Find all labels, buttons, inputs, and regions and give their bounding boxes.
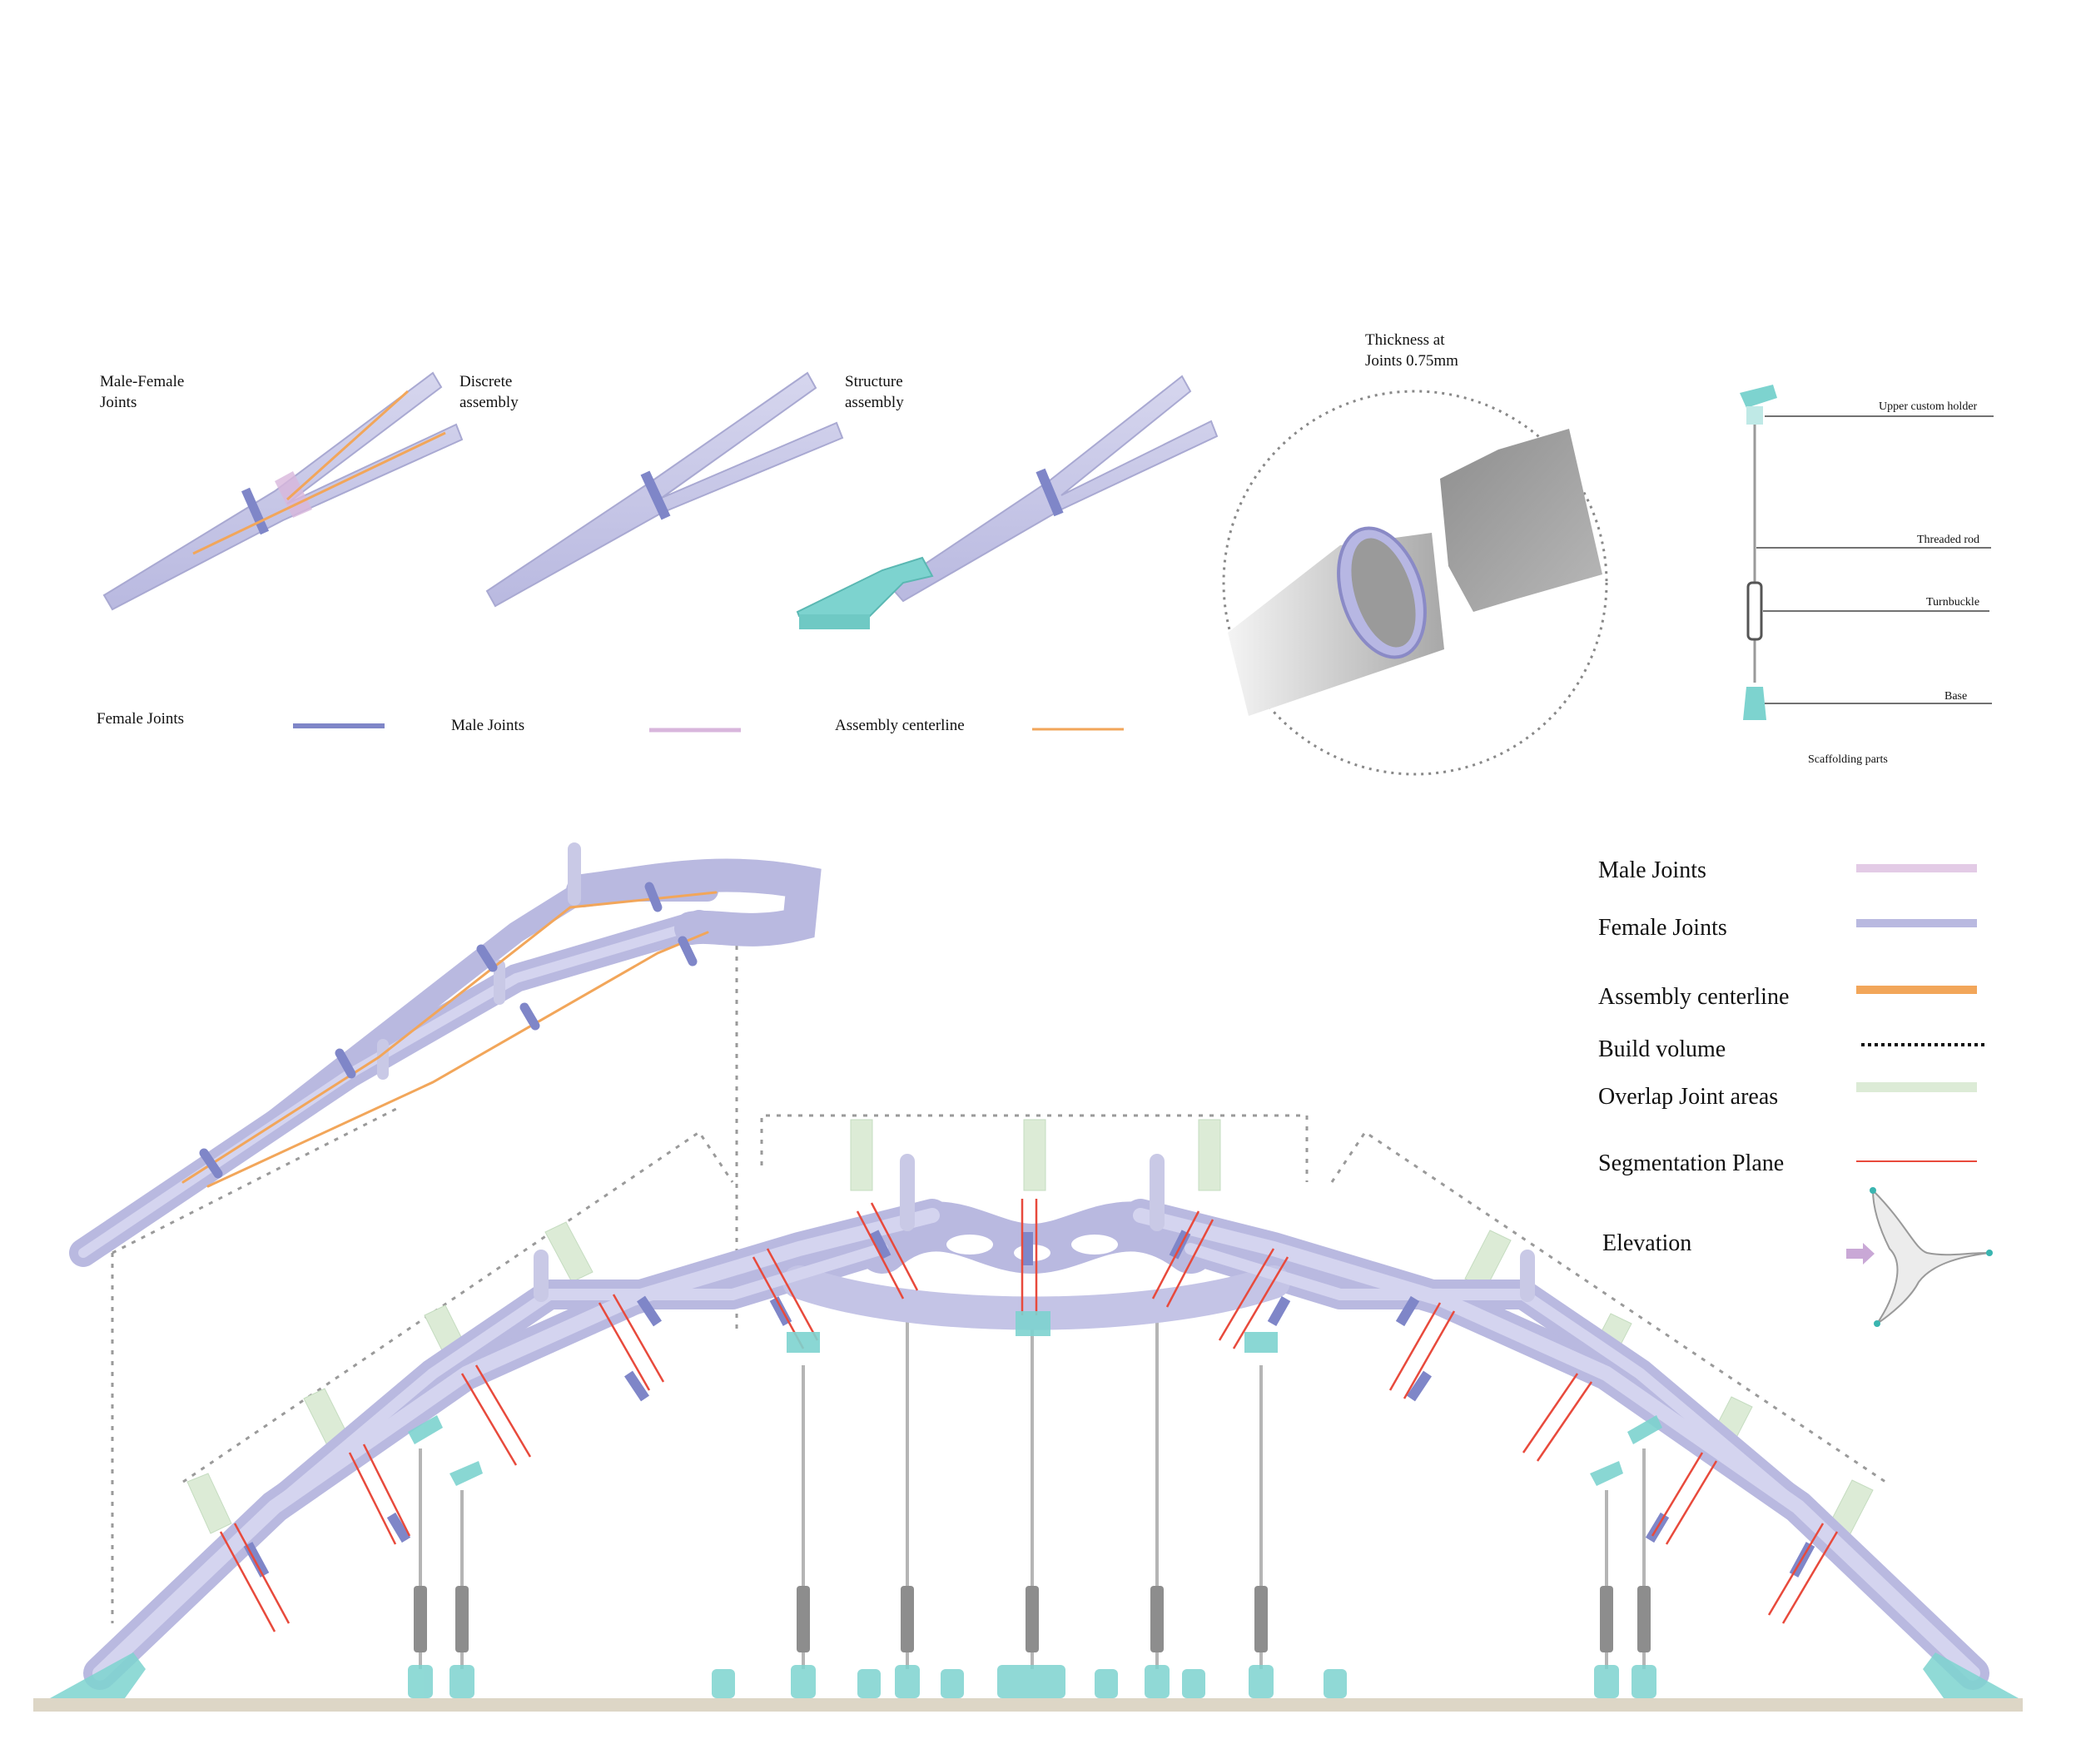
base-scaffold [796,556,934,617]
legend-segmentation-plane: Segmentation Plane [1598,1150,1785,1176]
legend-female-joints: Female Joints [1598,915,1727,941]
scaffold-turnbuckle: Turnbuckle [1926,596,1980,609]
upper-holder-base [1746,406,1763,425]
scaffold-threaded-rod: Threaded rod [1917,534,1980,546]
ground-bases [50,1652,2019,1698]
top-legend-male-joints: Male Joints [451,717,525,734]
label-thickness: Thickness at Joints 0.75mm [1365,331,1458,370]
scaffold-base: Base [1944,690,1968,703]
scaffolding-parts [1740,385,1994,720]
thickness-detail [1222,390,1608,776]
legend-assembly-centerline: Assembly centerline [1598,984,1790,1010]
discrete-assembly-diagram [485,371,844,608]
exploded-lower-arm [69,910,713,1267]
top-legend-female-joints: Female Joints [97,710,185,728]
build-volumes [111,924,1886,1623]
elevation-icon [1846,1187,1993,1327]
base-plate [799,614,870,629]
legend-build-volume: Build volume [1598,1036,1726,1062]
turnbuckle [1746,581,1763,641]
arch-structure [83,1154,1989,1690]
female-joint-mark [1036,468,1064,517]
exploded-assembly [69,842,822,1267]
upper-holder-icon [1740,385,1777,408]
centerline [192,431,446,555]
overlap-joint-areas [186,1119,1874,1539]
legend-male-joints: Male Joints [1598,857,1706,883]
label-discrete-assembly: Discrete assembly [459,373,519,411]
scaffold-caption: Scaffolding parts [1808,753,1888,766]
exploded-crown [566,858,822,947]
female-joint-mark [640,470,671,520]
legend-overlap-joint-areas: Overlap Joint areas [1598,1084,1779,1110]
structure-assembly-diagram [796,375,1219,629]
legend-elevation: Elevation [1602,1230,1692,1256]
branch-tube [485,371,844,608]
detail-circle [1222,390,1608,776]
top-legend-assembly-centerline: Assembly centerline [835,717,965,734]
scaffold-upper-custom-holder: Upper custom holder [1879,400,1978,413]
turnbuckles [414,1586,1651,1652]
legend-swatches [1856,864,1985,1162]
elevation-arrow-icon [1846,1243,1875,1265]
male-female-joint-diagram [102,371,464,611]
base-icon [1743,687,1766,720]
upper-holders [408,1311,1662,1486]
label-structure-assembly: Structure assembly [845,373,904,411]
ground-plane [33,1698,2023,1712]
female-joint-mark [241,487,270,535]
joint-ring-inner [1351,538,1416,648]
branch-tube [889,375,1219,603]
centerline [286,390,410,501]
grey-tube-right [1440,429,1602,612]
label-male-female-joints: Male-Female Joints [100,373,185,411]
segmentation-planes [219,1199,1839,1632]
